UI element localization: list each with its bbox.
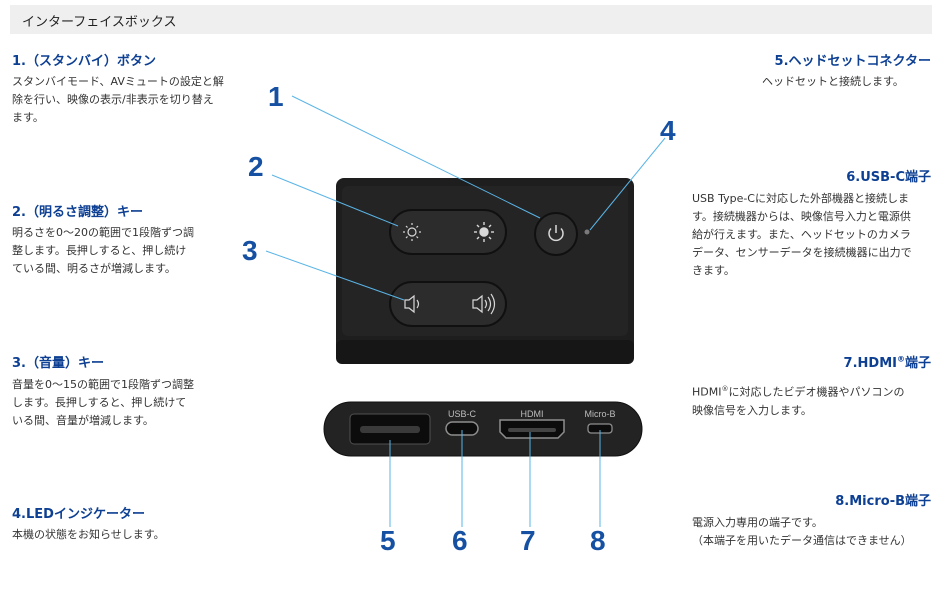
standby-button[interactable] — [534, 212, 578, 256]
volume-up-icon — [472, 293, 496, 315]
section-7-line: HDMI®に対応したビデオ機器やパソコンの — [692, 380, 940, 402]
power-icon — [548, 225, 564, 242]
section-8-body: 電源入力専用の端子です。 （本端子を用いたデータ通信はできません） — [692, 514, 940, 550]
micro-b-label: Micro-B — [585, 409, 616, 419]
section-6-line: す。接続機器からは、映像信号入力と電源供 — [692, 210, 911, 223]
section-6-line: データ、センサーデータを接続機器に出力で — [692, 246, 912, 259]
section-2-title: 2.（明るさ調整）キー — [12, 205, 143, 220]
hdmi-port — [499, 419, 565, 439]
section-7-line: 映像信号を入力します。 — [692, 403, 812, 417]
section-7-title-text: 7.HDMI — [843, 356, 897, 371]
usb-c-label: USB-C — [448, 409, 477, 419]
section-6-line: USB Type-Cに対応した外部機器と接続しま — [692, 192, 909, 205]
section-3-title: 3.（音量）キー — [12, 356, 104, 371]
registered-mark: ® — [721, 385, 729, 393]
section-3-line: 音量を0～15の範囲で1段階ずつ調整 — [12, 378, 194, 391]
led-indicator — [584, 229, 590, 235]
section-3-line: します。長押しすると、押し続けて — [12, 396, 187, 409]
section-1-title: 1.（スタンバイ）ボタン — [12, 54, 156, 69]
registered-mark: ® — [896, 354, 905, 364]
brightness-down-icon — [403, 223, 421, 241]
section-2-body: 明るさを0～20の範囲で1段階ずつ調 整します。長押しすると、押し続け ている間… — [12, 224, 232, 278]
callout-8: 8 — [590, 525, 606, 556]
hdmi-label: HDMI — [521, 409, 544, 419]
brightness-key[interactable] — [389, 209, 507, 255]
section-2-line: ている間、明るさが増減します。 — [12, 262, 176, 275]
section-7-line-part: HDMI — [692, 385, 722, 399]
section-2-line: 整します。長押しすると、押し続け — [12, 244, 187, 257]
section-4-body: 本機の状態をお知らせします。 — [12, 526, 232, 544]
section-2-line: 明るさを0～20の範囲で1段階ずつ調 — [12, 226, 194, 239]
page-title: インターフェイスボックス — [22, 15, 177, 30]
header-bar: インターフェイスボックス — [10, 5, 932, 34]
section-6-body: USB Type-Cに対応した外部機器と接続しま す。接続機器からは、映像信号入… — [692, 190, 940, 280]
section-1-line: スタンバイモード、AVミュートの設定と解 — [12, 75, 224, 88]
device-top-body — [336, 178, 634, 364]
section-8-line: （本端子を用いたデータ通信はできません） — [692, 534, 912, 547]
section-3-body: 音量を0～15の範囲で1段階ずつ調整 します。長押しすると、押し続けて いる間、… — [12, 376, 232, 430]
leader-lines — [265, 95, 666, 527]
callout-2: 2 — [248, 151, 264, 182]
section-6-line: きます。 — [692, 264, 735, 277]
callout-3: 3 — [242, 235, 258, 266]
section-8-title: 8.Micro-B端子 — [835, 494, 931, 509]
callout-5: 5 — [380, 525, 396, 556]
section-1-body: スタンバイモード、AVミュートの設定と解 除を行い、映像の表示/非表示を切り替え… — [12, 73, 252, 127]
section-5-body: ヘッドセットと接続します。 — [762, 73, 904, 91]
brightness-up-icon — [474, 222, 494, 242]
callout-7: 7 — [520, 525, 536, 556]
section-8-line: 電源入力専用の端子です。 — [692, 516, 823, 529]
section-7-title-suffix: 端子 — [904, 356, 931, 371]
section-4-title: 4.LEDインジケーター — [12, 507, 145, 522]
callout-4: 4 — [660, 115, 676, 146]
section-4-line: 本機の状態をお知らせします。 — [12, 528, 165, 541]
section-5-line: ヘッドセットと接続します。 — [762, 75, 904, 88]
callout-6: 6 — [452, 525, 468, 556]
volume-key[interactable] — [389, 281, 507, 327]
headset-connector — [349, 413, 431, 445]
section-3-line: いる間、音量が増減します。 — [12, 414, 154, 427]
section-6-title: 6.USB-C端子 — [846, 170, 931, 185]
section-7-line-part: に対応したビデオ機器やパソコンの — [728, 385, 905, 399]
callout-1: 1 — [268, 81, 284, 112]
section-5-title: 5.ヘッドセットコネクター — [774, 54, 931, 69]
volume-down-icon — [404, 294, 420, 314]
section-6-line: 給が行えます。また、ヘッドセットのカメラ — [692, 228, 911, 241]
section-1-line: 除を行い、映像の表示/非表示を切り替え — [12, 93, 214, 106]
section-7-body: HDMI®に対応したビデオ機器やパソコンの 映像信号を入力します。 — [692, 380, 940, 420]
section-1-line: ます。 — [12, 111, 44, 124]
section-7-title: 7.HDMI®端子 — [844, 352, 931, 371]
